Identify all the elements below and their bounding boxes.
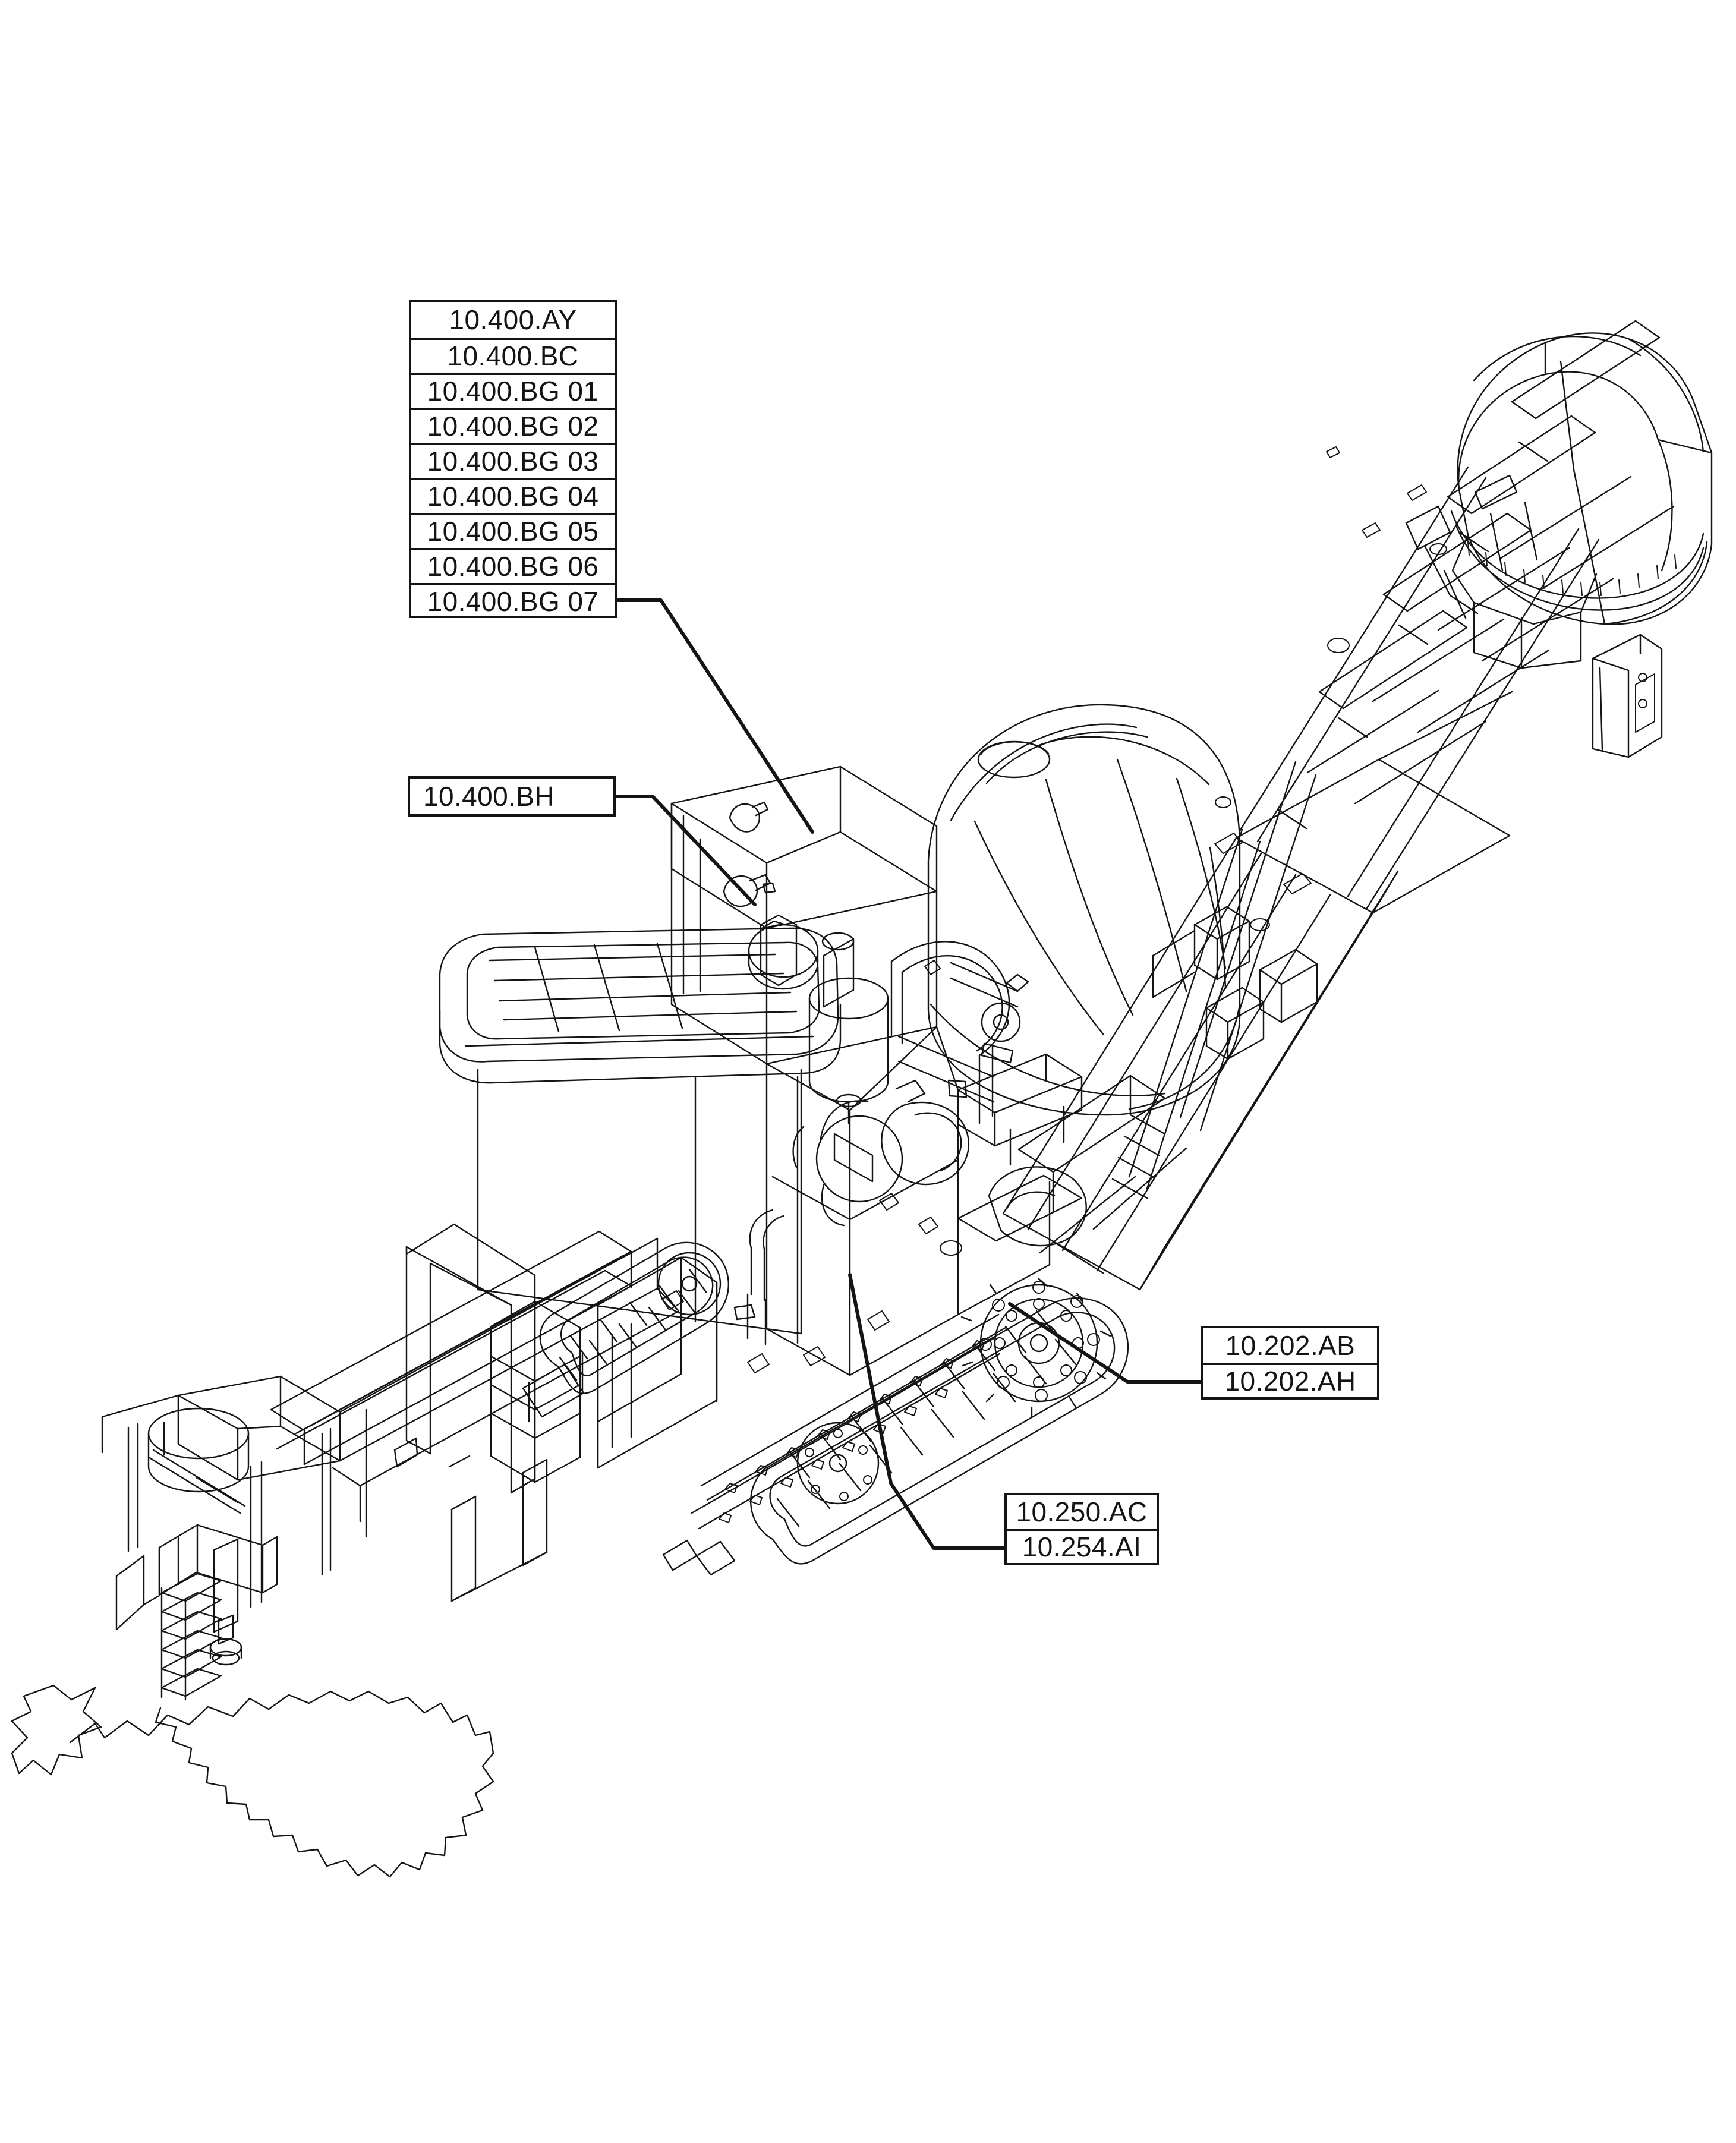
callout-box-bh[interactable]: 10.400.BH <box>408 776 616 817</box>
callout-row[interactable]: 10.250.AC <box>1016 1496 1148 1527</box>
leader-bh <box>614 795 757 906</box>
callout-row[interactable]: 10.400.BG 06 <box>411 548 615 583</box>
main-discharge-conveyor <box>988 320 1675 1291</box>
front-support-leg <box>405 1223 548 1602</box>
callout-stack-250[interactable]: 10.250.AC 10.254.AI <box>1004 1493 1159 1565</box>
callout-row[interactable]: 10.202.AH <box>1203 1363 1377 1397</box>
callout-row[interactable]: 10.202.AB <box>1225 1330 1356 1361</box>
water-tank <box>927 704 1241 1116</box>
callout-row[interactable]: 10.400.BH <box>423 781 554 812</box>
rear-platform <box>957 1053 1083 1316</box>
main-frame-body <box>733 1026 970 1376</box>
leader-254 <box>848 1273 1006 1550</box>
callout-row[interactable]: 10.400.BG 04 <box>411 478 615 513</box>
callout-stack-202[interactable]: 10.202.AB 10.202.AH <box>1201 1326 1379 1400</box>
leader-202 <box>1008 1302 1203 1384</box>
front-conveyor-head <box>101 1375 367 1701</box>
callout-row[interactable]: 10.400.BG 01 <box>411 373 615 408</box>
mill-housing-side <box>597 1256 718 1469</box>
callout-row[interactable]: 10.400.BG 03 <box>411 443 615 478</box>
operator-canopy-roof <box>439 927 842 1335</box>
leader-bg07 <box>615 598 814 834</box>
callout-row[interactable]: 10.400.BC <box>411 338 615 373</box>
engine-compartment-detail <box>760 914 1029 1124</box>
side-access-ladder <box>490 1300 581 1483</box>
front-conveyor-arm <box>270 1230 680 1523</box>
discharge-hood <box>1405 332 1713 758</box>
callout-row[interactable]: 10.400.BG 07 <box>411 583 615 618</box>
engine-hood <box>670 765 938 1065</box>
callout-row[interactable]: 10.254.AI <box>1007 1529 1157 1563</box>
callout-row[interactable]: 10.400.BG 05 <box>411 513 615 548</box>
leader-lines <box>614 598 1203 1550</box>
rear-deck-handrails <box>1111 796 1318 1199</box>
callout-row[interactable]: 10.400.AY <box>449 304 577 335</box>
misc-frame-details <box>661 960 962 1373</box>
callout-stack-main[interactable]: 10.400.AY 10.400.BC 10.400.BG 01 10.400.… <box>409 300 617 618</box>
crawler-track-front <box>522 1241 729 1418</box>
callout-row[interactable]: 10.400.BG 02 <box>411 408 615 443</box>
crawler-track-rear <box>662 1278 1129 1576</box>
ground-patch <box>11 1684 494 1878</box>
